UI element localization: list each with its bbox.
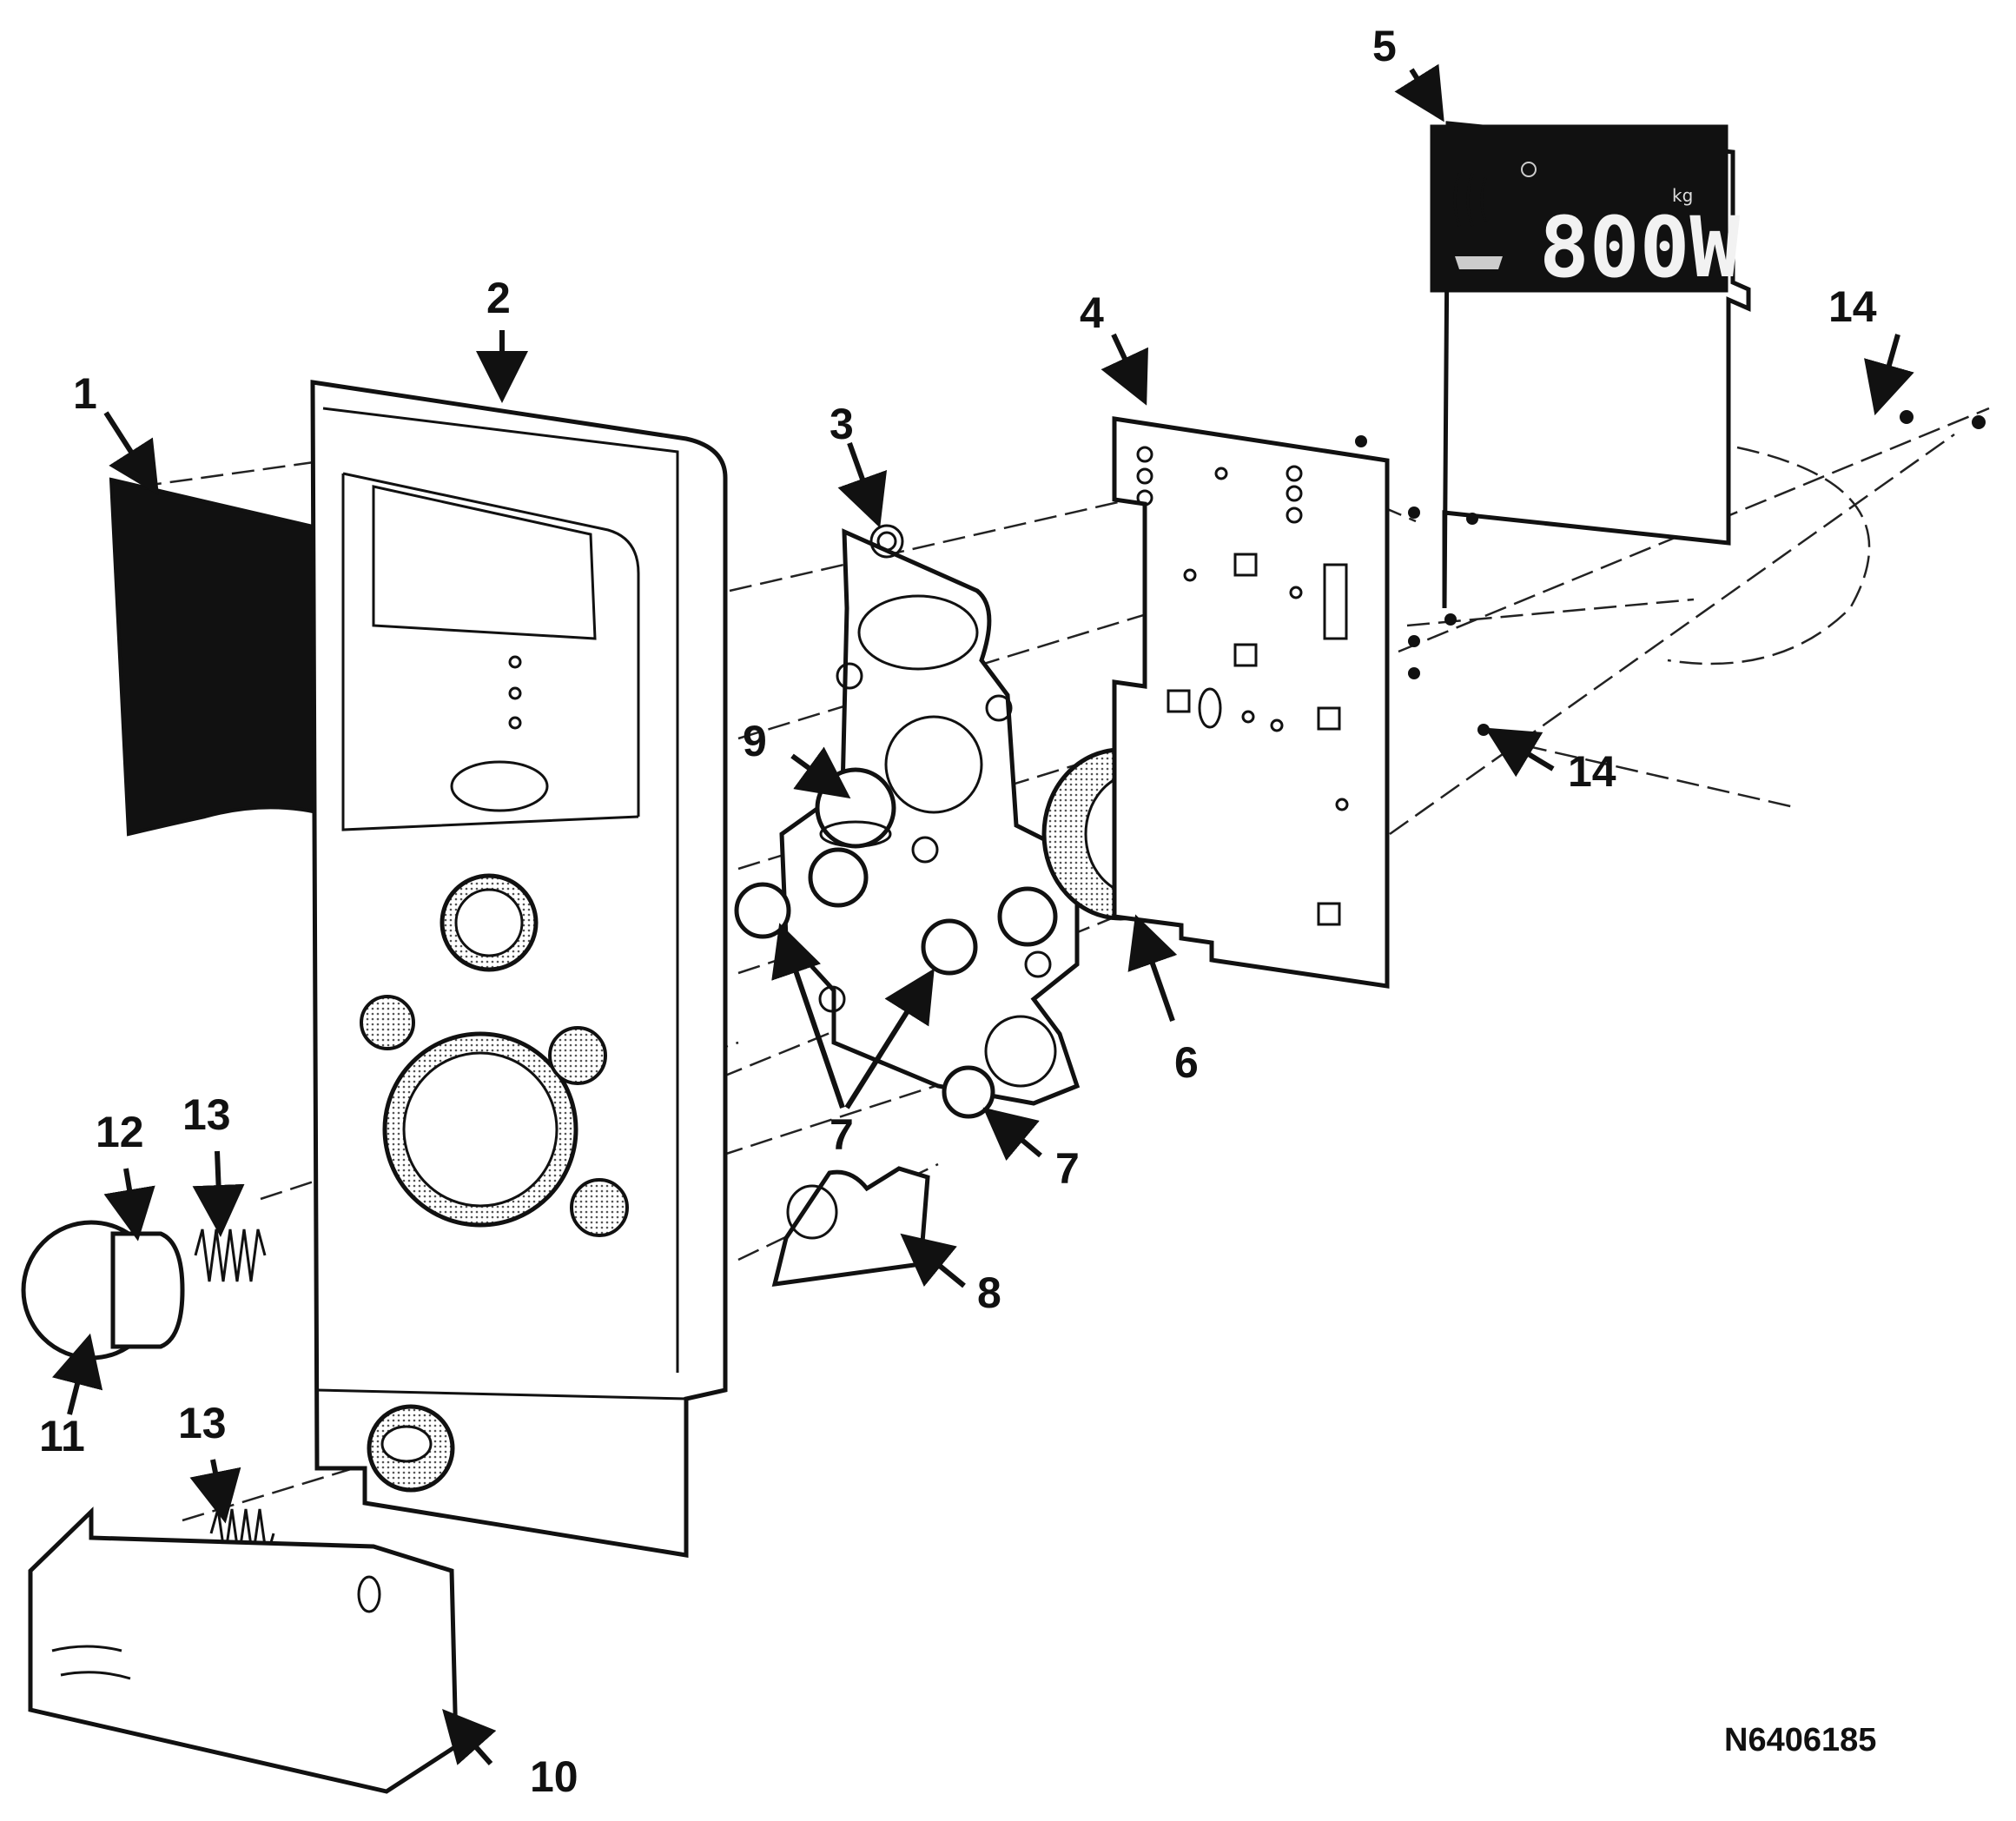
part-10-door-panel	[28, 1506, 459, 1794]
callout-14-upper: 14	[1828, 282, 1877, 331]
display-unit-text: kg	[1672, 185, 1693, 206]
callout-2: 2	[486, 274, 511, 322]
callout-11: 11	[39, 1412, 85, 1460]
display-readout-text: 800W	[1539, 199, 1740, 296]
callout-4: 4	[1080, 288, 1104, 337]
part-7-buttons	[734, 847, 1058, 1119]
callout-14-lower: 14	[1568, 747, 1616, 796]
callout-1: 1	[73, 369, 97, 418]
callout-12: 12	[96, 1108, 144, 1156]
callout-arrows	[51, 63, 1914, 1765]
part-14-screws	[1355, 410, 1986, 736]
part-5-display: kg 800W	[1430, 121, 1751, 609]
part-13-springs	[194, 1228, 275, 1559]
callout-3: 3	[830, 400, 854, 448]
callout-13-upper: 13	[182, 1090, 231, 1139]
callout-8: 8	[977, 1268, 1001, 1317]
document-id: N6406185	[1724, 1722, 1876, 1758]
callout-10: 10	[530, 1752, 578, 1801]
callout-13-lower: 13	[178, 1399, 227, 1447]
part-3-gasket	[779, 524, 1081, 1106]
part-8-clip	[771, 1166, 930, 1287]
callout-7-right: 7	[1055, 1144, 1080, 1193]
callout-9: 9	[743, 717, 767, 765]
part-4-pcb	[1112, 416, 1390, 989]
callout-7-left: 7	[830, 1110, 854, 1159]
callout-6: 6	[1174, 1038, 1199, 1087]
part-2-control-panel	[310, 380, 728, 1558]
callout-5: 5	[1372, 22, 1397, 70]
part-12-knob-shaft	[110, 1231, 185, 1349]
callout-labels: 1 2 3 4 5 6 7 7 8 9 10 11 12 13 13 14 14	[39, 22, 1877, 1801]
display-indicator-icons	[1453, 162, 1537, 269]
